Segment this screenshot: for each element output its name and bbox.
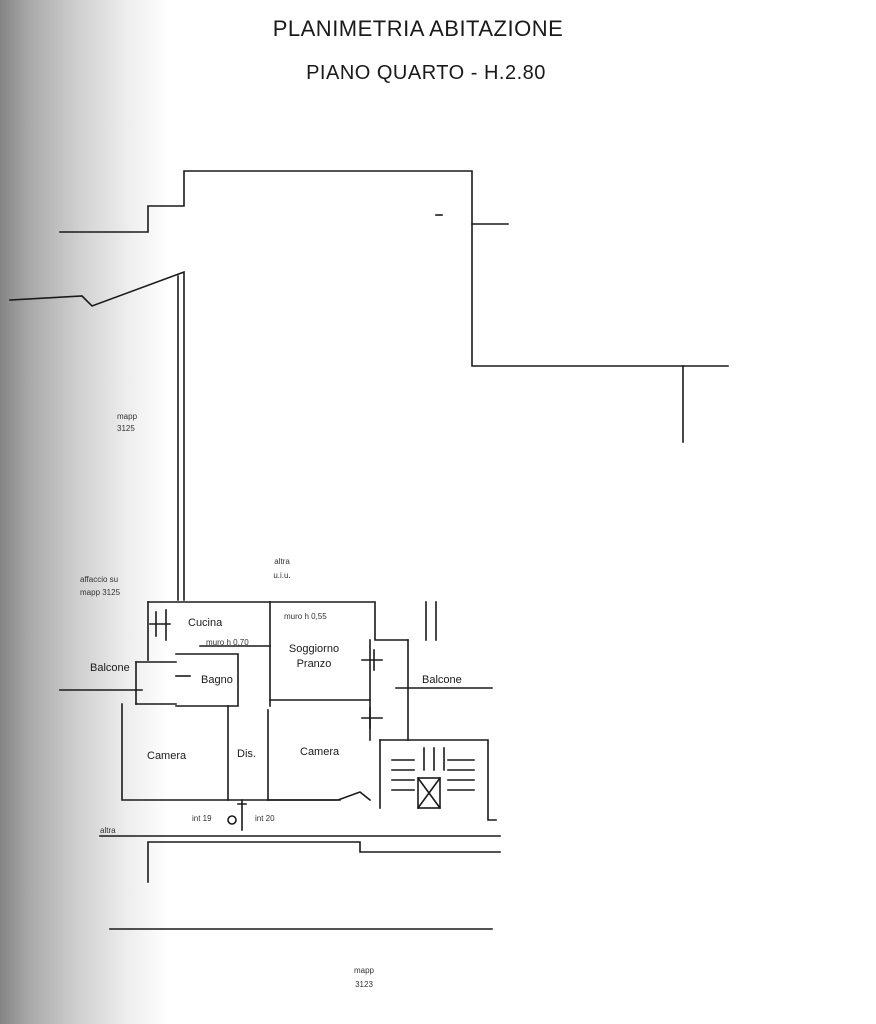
- lower-outline: [147, 841, 501, 883]
- door-tick-cucina: [149, 611, 171, 637]
- room-label-balcone-left: Balcone: [90, 662, 130, 674]
- annotation-int-20: int 20: [255, 814, 275, 823]
- entrance-circle: [227, 815, 237, 825]
- annotation-mapp-3123: mapp: [353, 966, 374, 975]
- room-label-pranzo: Pranzo: [296, 658, 332, 670]
- scan-edge-shading: [0, 0, 170, 1024]
- annotation-affaccio: affaccio su: [80, 575, 119, 584]
- annotation-uiu: u.i.u.: [273, 571, 291, 580]
- door-tick-camera: [361, 707, 383, 729]
- room-label-bagno: Bagno: [201, 674, 233, 686]
- annotation-affaccio-mapp: mapp 3125: [80, 588, 121, 597]
- annotation-int-19: int 19: [192, 814, 212, 823]
- building-outline: [59, 170, 729, 367]
- angled-boundary: [9, 270, 185, 601]
- annotation-altra-side: altra: [100, 826, 116, 835]
- annotation-mapp-3125-number: 3125: [117, 424, 135, 433]
- landing-mark: [336, 791, 372, 802]
- wall-bagno: [175, 653, 239, 707]
- room-label-camera-left: Camera: [147, 750, 187, 762]
- annotation-muro-soggiorno: muro h 0,55: [284, 612, 327, 621]
- room-label-camera-right: Camera: [300, 746, 340, 758]
- annotation-mapp-3123-number: 3123: [355, 980, 373, 989]
- stairwell-outline: [379, 739, 497, 821]
- stair-flight-mark: [423, 747, 445, 771]
- room-label-soggiorno: Soggiorno: [288, 643, 340, 655]
- door-tick-soggiorno: [361, 649, 383, 671]
- entrance-mark: [237, 799, 247, 831]
- plan-title: PLANIMETRIA ABITAZIONE: [272, 16, 564, 41]
- elevator-cross-2: [416, 776, 442, 810]
- annotation-altra: altra: [274, 557, 290, 566]
- room-label-balcone-right: Balcone: [422, 674, 462, 686]
- plan-subtitle: PIANO QUARTO - H.2.80: [306, 62, 546, 84]
- elevator-box: [417, 777, 441, 809]
- annotation-mapp-3125: mapp: [117, 412, 138, 421]
- room-label-cucina: Cucina: [188, 617, 223, 629]
- room-label-dis: Dis.: [237, 748, 256, 760]
- apartment-outer-wall: [147, 601, 409, 641]
- annotation-muro-cucina: muro h 0,70: [206, 638, 249, 647]
